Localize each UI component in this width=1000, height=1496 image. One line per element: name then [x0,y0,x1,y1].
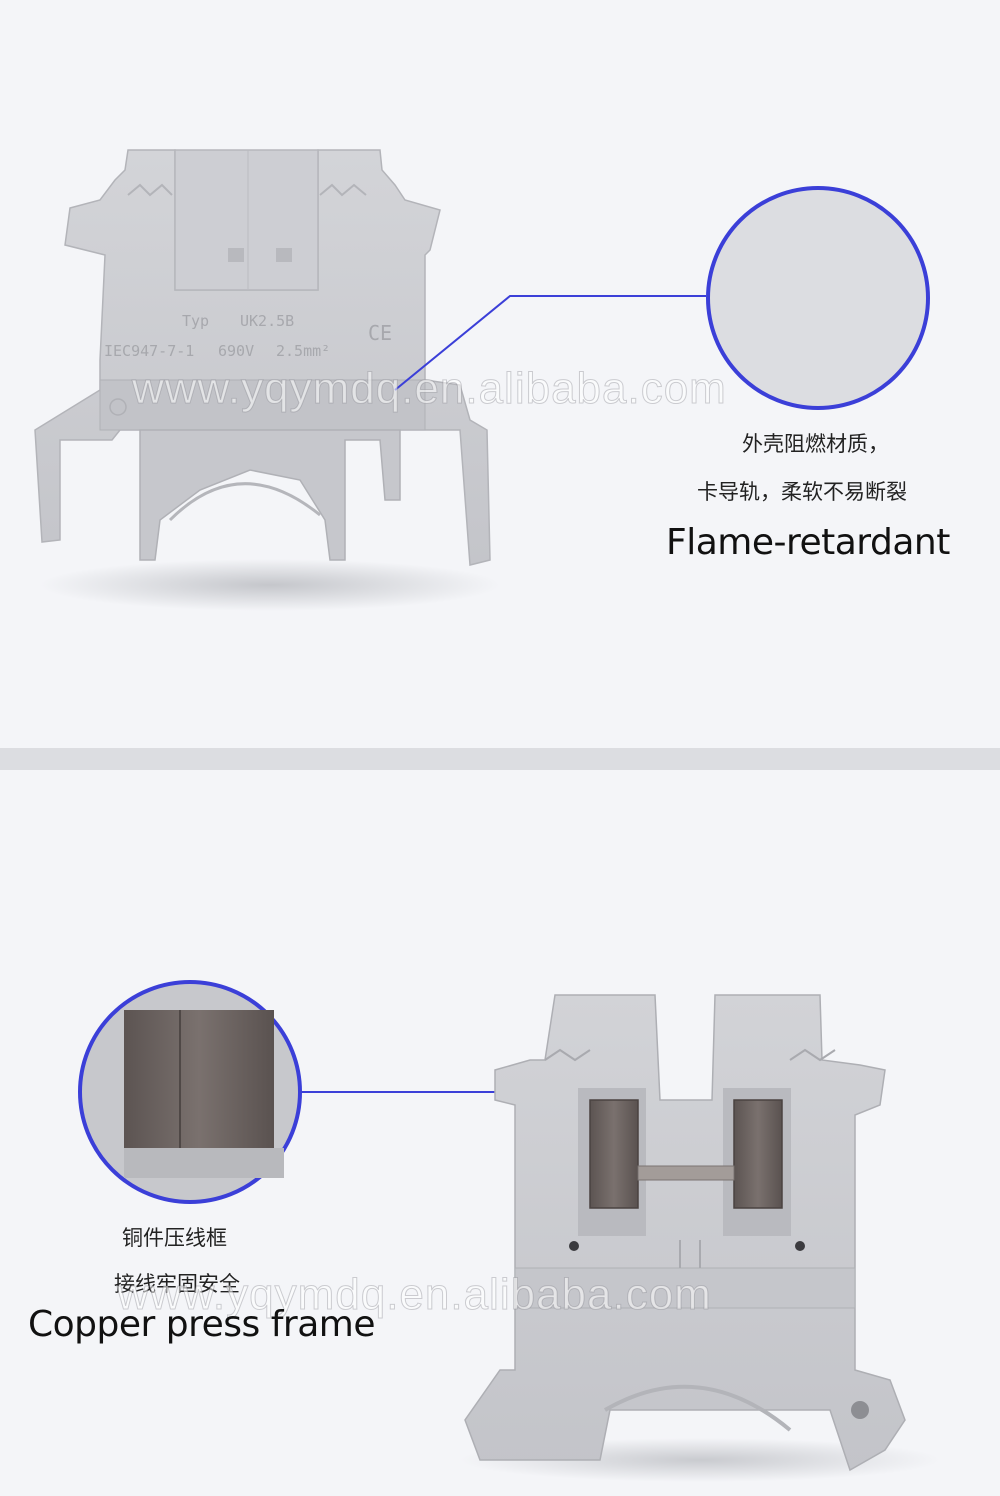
caption-en-title: Copper press frame [28,1304,375,1345]
caption-en-title: Flame-retardant [666,522,950,563]
copper-press-frame-panel: 铜件压线框 接线牢固安全 www.yqymdq.en.alibaba.com C… [0,770,1000,1496]
terminal-block-front-illustration [78,980,940,1482]
magnified-material-circle [706,186,930,410]
caption-cn-line1: 外壳阻燃材质， [742,432,889,456]
copper-bridge-bar [637,1165,735,1181]
magnified-copper-block [124,1010,274,1148]
caption-cn-line1: 铜件压线框 [122,1226,227,1250]
watermark: www.yqymdq.en.alibaba.com [132,364,727,414]
copper-clamp-right [733,1099,783,1209]
terminal-block-side-illustration: Typ UK2.5B IEC947-7-1 690V 2.5mm² CE [34,149,930,611]
callout-line [394,295,706,391]
flame-retardant-panel: Typ UK2.5B IEC947-7-1 690V 2.5mm² CE www… [34,149,951,611]
model-label: UK2.5B [240,312,294,330]
voltage-label: 690V [218,342,254,360]
standard-label: IEC947-7-1 [104,342,194,360]
caption-cn-line2: 卡导轨，柔软不易断裂 [697,480,907,504]
caption-cn-line2: 接线牢固安全 [114,1272,240,1296]
copper-clamp-left [589,1099,639,1209]
section-divider [0,748,1000,770]
ce-mark: CE [368,321,392,345]
cross-section-label: 2.5mm² [276,342,330,360]
watermark: www.yqymdq.en.alibaba.com [117,1270,712,1320]
type-label: Typ [182,312,209,330]
